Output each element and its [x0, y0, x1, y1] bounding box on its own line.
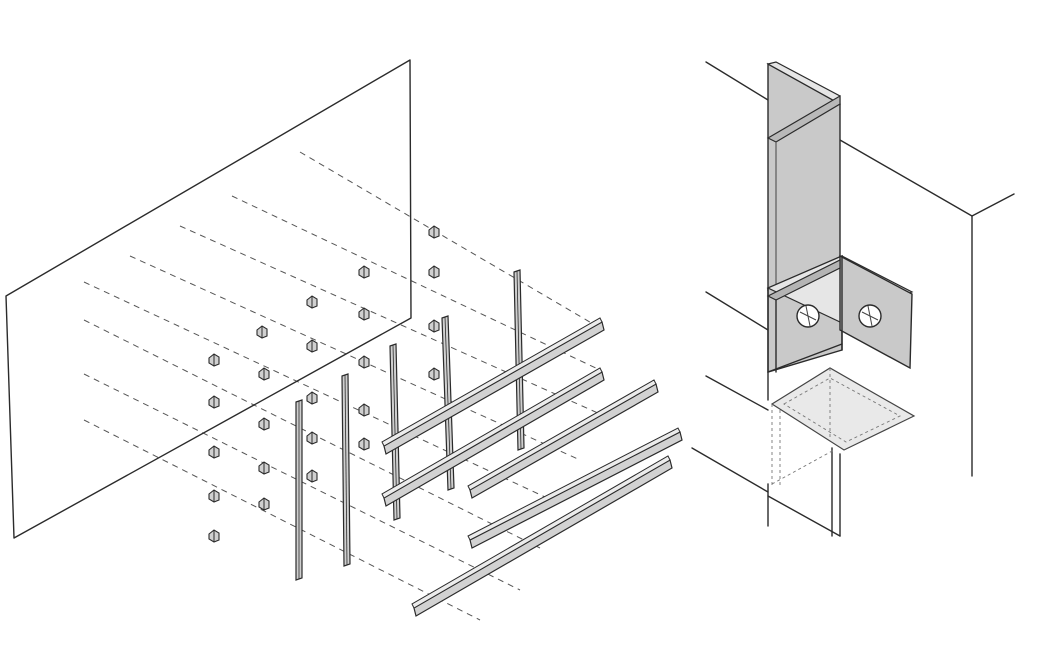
horizontal-rails [381, 317, 683, 617]
angle-clip [358, 307, 370, 321]
angle-clip [428, 367, 440, 381]
cladding-panel [5, 59, 412, 539]
vertical-rails [295, 269, 525, 581]
angle-clip [428, 265, 440, 279]
angle-clip [258, 417, 270, 431]
projection-line [299, 151, 601, 329]
angle-clip [358, 355, 370, 369]
angle-clip [306, 295, 318, 309]
angle-clip [208, 529, 220, 543]
bracket-bolt-hole [796, 304, 820, 328]
projection-line [231, 195, 601, 371]
angle-clip [306, 339, 318, 353]
angle-clip [306, 431, 318, 445]
angle-clip [358, 265, 370, 279]
angle-clip [428, 319, 440, 333]
angle-clip [208, 353, 220, 367]
angle-clip [358, 403, 370, 417]
angle-clip [208, 395, 220, 409]
projection-line [83, 419, 481, 621]
wall-corner-lines [691, 61, 1015, 537]
horizontal-rail [381, 317, 605, 455]
angle-clip [358, 437, 370, 451]
bracket-detail [691, 61, 1015, 537]
l-bracket [766, 61, 914, 401]
angle-clips [208, 225, 440, 543]
angle-clip [306, 391, 318, 405]
horizontal-rail [411, 455, 673, 617]
bracket-bolt-hole [858, 304, 882, 328]
angle-clip [306, 469, 318, 483]
projection-line [179, 225, 601, 415]
horizontal-rail [467, 427, 683, 549]
horizontal-rail [381, 367, 605, 507]
angle-clip [258, 461, 270, 475]
angle-clip [428, 225, 440, 239]
angle-clip [258, 497, 270, 511]
horizontal-rail [467, 379, 659, 499]
vertical-rail [295, 399, 303, 581]
vertical-rail [341, 373, 351, 567]
angle-clip [258, 367, 270, 381]
angle-clip [256, 325, 268, 339]
base-plate [770, 367, 916, 486]
angle-clip [208, 445, 220, 459]
exploded-cladding-assembly [5, 59, 683, 621]
angle-clip [208, 489, 220, 503]
